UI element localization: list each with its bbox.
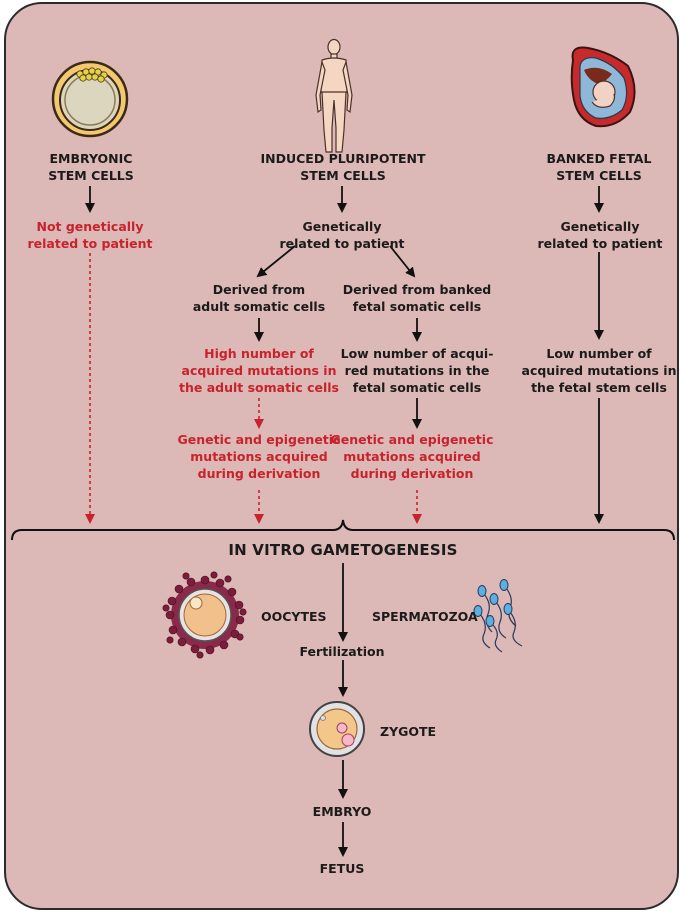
blastocyst-illustration <box>51 60 129 138</box>
zygote-label: ZYGOTE <box>380 724 437 739</box>
oocyte-illustration <box>162 571 247 659</box>
black-arrows <box>85 186 604 857</box>
zygote-illustration <box>309 701 365 757</box>
fertilization-label: Fertilization <box>299 644 385 659</box>
fetus-label: FETUS <box>319 861 365 876</box>
fetus-in-uterus-illustration <box>570 46 636 128</box>
diagram-panel <box>4 2 679 910</box>
fetal-somatic-mutations-label: Low number of acqui-red mutations in the… <box>340 346 494 395</box>
embryo-label: EMBRYO <box>312 804 372 819</box>
oocytes-label: OOCYTES <box>261 609 327 624</box>
spermatozoa-label: SPERMATOZOA <box>372 609 478 624</box>
in-vitro-gametogenesis-label: IN VITRO GAMETOGENESIS <box>228 541 458 559</box>
converging-brace <box>11 519 675 541</box>
arrow-ipsc-to-fetal-branch <box>389 245 416 278</box>
arrow-ipsc-to-adult-branch <box>256 245 296 278</box>
human-figure-illustration <box>315 38 353 153</box>
spermatozoa-illustration <box>473 579 523 653</box>
red-dotted-arrows <box>85 253 422 524</box>
